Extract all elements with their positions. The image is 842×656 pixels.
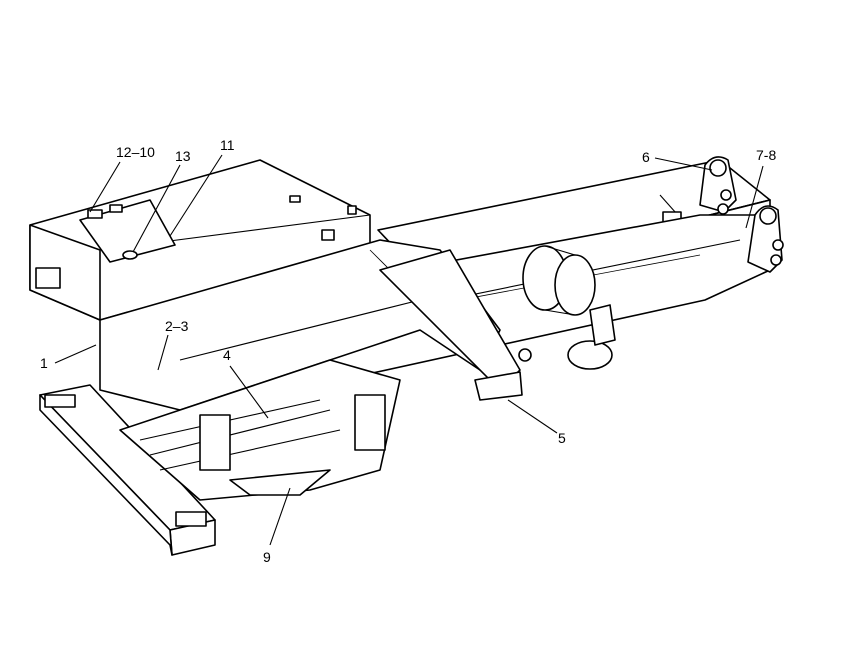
callout-13: 13 bbox=[175, 148, 191, 164]
leader-1 bbox=[54, 344, 97, 364]
callout-7-8: 7‑8 bbox=[756, 147, 776, 163]
callout-labels: 1 2–3 4 5 6 7‑8 9 11 12–10 13 bbox=[40, 137, 776, 565]
callout-9: 9 bbox=[263, 549, 271, 565]
callout-4: 4 bbox=[223, 347, 231, 363]
leader-5 bbox=[507, 399, 558, 434]
leader-6 bbox=[654, 157, 713, 171]
leader-2-3 bbox=[157, 334, 169, 371]
center-drum-assembly bbox=[522, 245, 613, 370]
leader-4 bbox=[229, 365, 269, 419]
callout-6: 6 bbox=[642, 149, 650, 165]
leader-lines bbox=[54, 154, 764, 546]
rear-hitch-ends bbox=[699, 156, 784, 273]
center-cross-member bbox=[379, 249, 616, 401]
callout-5: 5 bbox=[558, 430, 566, 446]
front-bumper bbox=[39, 384, 216, 556]
leader-13 bbox=[132, 164, 181, 253]
callout-1: 1 bbox=[40, 355, 48, 371]
callout-2-3: 2–3 bbox=[165, 318, 189, 334]
leader-12-10 bbox=[89, 161, 121, 213]
callout-12-10: 12–10 bbox=[116, 144, 155, 160]
leader-11 bbox=[169, 154, 223, 237]
callout-11: 11 bbox=[220, 137, 235, 153]
leader-9 bbox=[269, 487, 291, 546]
leader-7-8 bbox=[745, 165, 764, 229]
front-lower-frame bbox=[119, 359, 401, 501]
